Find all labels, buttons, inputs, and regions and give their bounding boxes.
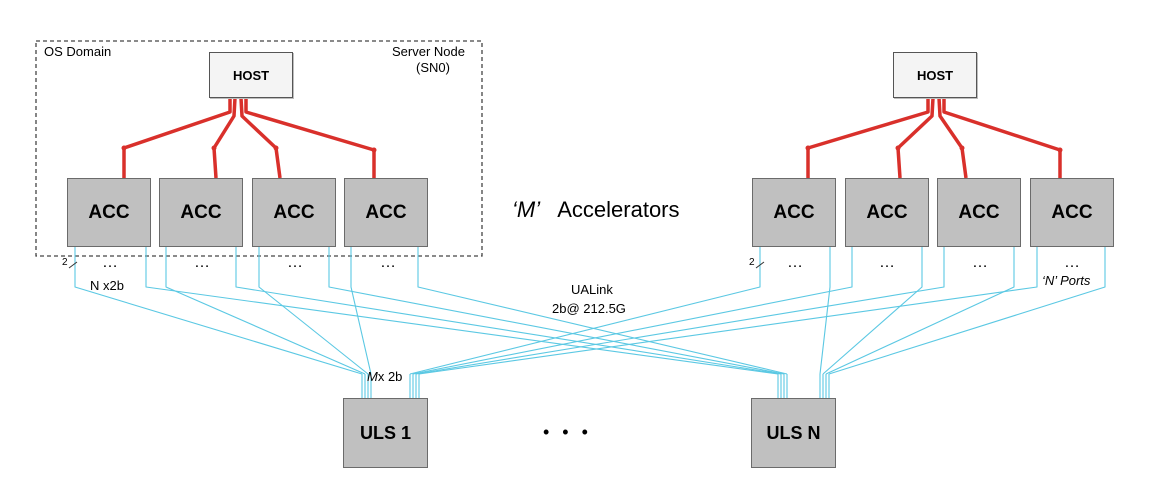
host-link-joint-left-2 (211, 145, 217, 151)
lane-marks (68, 261, 765, 269)
host-link-left-4 (244, 98, 376, 178)
host-link-right-3 (937, 97, 968, 179)
ualink-line-15 (418, 247, 1038, 375)
port-dots-right-1: … (787, 254, 805, 271)
accelerator-left-3: ACC (252, 178, 336, 247)
os-domain-label: OS Domain (44, 44, 112, 59)
ualink-line-14 (825, 247, 1015, 375)
port-dots-right-2: … (879, 254, 897, 271)
ualink-line-16 (828, 247, 1106, 375)
ualink-line-4 (235, 247, 782, 375)
ualink-line-10 (819, 247, 831, 375)
switch-uls-n: ULS N (751, 398, 836, 468)
port-dots-right-4: … (1064, 254, 1082, 271)
host-link-joint-left-4 (371, 147, 377, 153)
accelerator-left-1: ACC (67, 178, 151, 247)
n-ports-label: ‘N’ Ports (1042, 273, 1090, 288)
host-link-joint-right-2 (895, 145, 901, 151)
port-dots-right-3: … (972, 254, 990, 271)
host-link-joint-left-1 (121, 145, 127, 151)
host-link-right-4 (942, 98, 1062, 178)
host-links (121, 97, 1063, 179)
n-x-2b-label: N x2b (90, 278, 124, 293)
host-link-left-2 (212, 97, 237, 179)
accelerator-count-word: Accelerators (557, 197, 680, 222)
lane-count-right: 2 (749, 257, 755, 268)
host-link-joint-right-4 (1057, 147, 1063, 153)
server-node-label: Server Node (392, 44, 465, 59)
lane-slash-right (755, 261, 765, 269)
port-dots-left-2: … (194, 254, 212, 271)
ualink-line-11 (412, 247, 853, 375)
accelerator-right-3: ACC (937, 178, 1021, 247)
accelerator-count-label: ‘M’ Accelerators (512, 197, 680, 223)
host-link-left-3 (239, 97, 282, 179)
host-link-joint-left-3 (273, 145, 279, 151)
port-dots-left-1: … (102, 254, 120, 271)
ualink-speed-label: 2b@ 212.5G (552, 301, 626, 316)
accelerator-right-2: ACC (845, 178, 929, 247)
n-ports-word: Ports (1060, 273, 1091, 288)
ualink-line-8 (417, 247, 788, 375)
ualink-line-7 (350, 247, 372, 375)
port-dots-left-3: … (287, 254, 305, 271)
ualink-line-3 (165, 247, 366, 375)
host-link-joint-right-3 (959, 145, 965, 151)
lane-count-left: 2 (62, 257, 68, 268)
ualink-line-5 (258, 247, 369, 375)
m-x-2b-label: Mx 2b (367, 369, 402, 384)
host-left: HOST (209, 52, 293, 98)
ualink-line-12 (822, 247, 923, 375)
server-node-id: (SN0) (416, 60, 450, 75)
ualink-links (74, 247, 1106, 398)
accelerator-right-1: ACC (752, 178, 836, 247)
ualink-line-6 (328, 247, 785, 375)
m-x-2b-text: x 2b (377, 369, 403, 384)
ualink-label: UALink (571, 282, 613, 297)
ualink-line-13 (415, 247, 945, 375)
ualink-line-2 (145, 247, 779, 375)
accelerator-left-4: ACC (344, 178, 428, 247)
host-link-joint-right-1 (805, 145, 811, 151)
accelerator-count-m: ‘M’ (512, 197, 541, 222)
n-ports-n: ‘N’ (1042, 273, 1057, 288)
host-link-right-2 (896, 97, 935, 179)
switch-uls-1: ULS 1 (343, 398, 428, 468)
host-right: HOST (893, 52, 977, 98)
switch-ellipsis: • • • (543, 422, 592, 442)
ualink-line-9 (409, 247, 761, 375)
accelerator-right-4: ACC (1030, 178, 1114, 247)
ualink-line-1 (74, 247, 363, 375)
m-italic: M (367, 369, 378, 384)
host-link-left-1 (122, 98, 232, 178)
port-dots-left-4: … (380, 254, 398, 271)
lane-slash-left (68, 261, 78, 269)
accelerator-left-2: ACC (159, 178, 243, 247)
host-link-right-1 (806, 98, 930, 178)
